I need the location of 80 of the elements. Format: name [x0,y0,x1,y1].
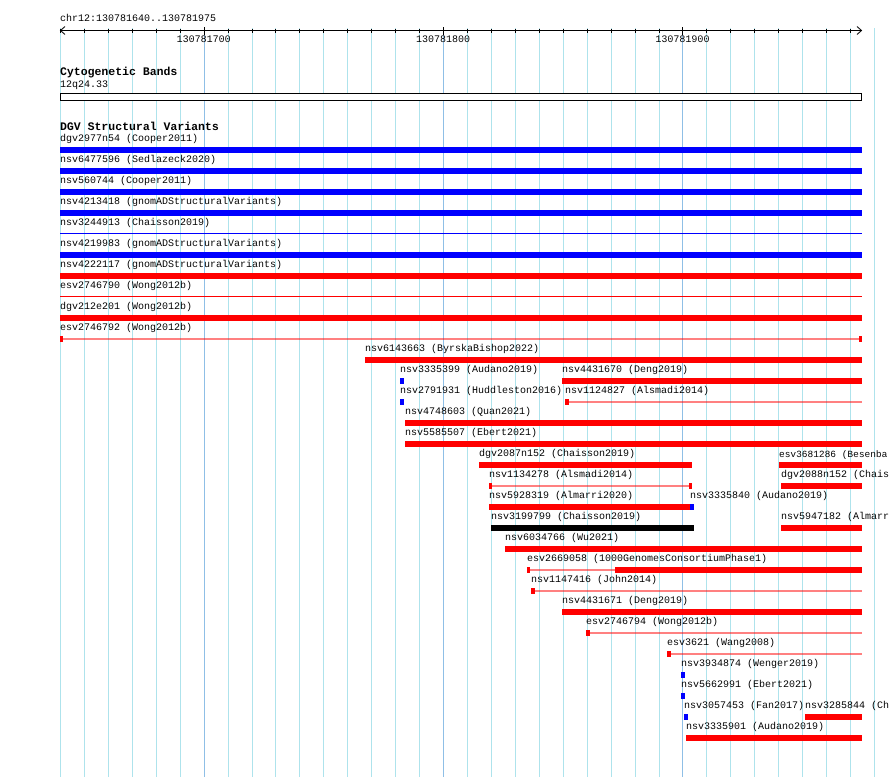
variant-feature [531,575,862,594]
variant-feature [565,386,862,405]
variant-label: nsv4748603 (Quan2021) [405,407,532,419]
variant-feature [60,218,862,237]
variant-feature [686,722,862,741]
tick-label: 130781900 [655,35,710,47]
variant-label: nsv560744 (Cooper2011) [60,176,192,188]
variant-label: esv2746792 (Wong2012b) [60,323,192,335]
variant-feature [400,386,562,405]
variant-label: nsv6143663 (ByrskaBishop2022) [365,344,540,356]
variant-label: nsv4219983 (gnomADStructuralVariants) [60,239,282,251]
variant-label: esv2746790 (Wong2012b) [60,281,192,293]
variant-feature [60,239,862,258]
variant-feature [405,428,862,447]
track-heading: DGV Structural Variants [60,121,219,134]
variant-feature [562,365,862,384]
variant-feature [60,197,862,216]
variant-label: nsv1124827 (Alsmadi2014) [565,386,710,398]
variant-feature [60,260,862,279]
variant-feature [60,281,862,300]
variant-feature [60,302,862,321]
variant-feature [690,491,828,510]
track-heading: Cytogenetic Bands [60,66,178,80]
variant-label: nsv3335901 (Audano2019) [686,722,824,734]
variant-feature [60,323,862,342]
variant-feature [400,365,538,384]
variant-feature [681,659,820,678]
variant-label: dgv2088n152 (Chais [781,470,890,482]
variant-label: nsv6477596 (Sedlazeck2020) [60,155,216,167]
variant-label: dgv212e201 (Wong2012b) [60,302,192,314]
variant-label: nsv5585507 (Ebert2021) [405,428,538,440]
variant-label: nsv4213418 (gnomADStructuralVariants) [60,197,282,209]
variant-label: nsv1134278 (Alsmadi2014) [489,470,634,482]
variant-feature [681,680,814,699]
variant-label: nsv3244913 (Chaisson2019) [60,218,210,230]
variant-feature [60,176,862,195]
variant-label: nsv4431671 (Deng2019) [562,596,688,608]
variant-label: nsv3057453 (Fan2017) [684,701,804,713]
variant-feature [365,344,862,363]
variant-label: nsv4431670 (Deng2019) [562,365,688,377]
variant-feature [489,491,690,510]
variant-label: dgv2087n152 (Chaisson2019) [479,449,636,461]
variant-feature [562,596,862,615]
variant-feature [586,617,862,636]
variant-feature [667,638,862,657]
variant-feature [527,554,862,573]
variant-label: esv3621 (Wang2008) [667,638,776,650]
variant-feature [505,533,862,552]
variant-feature [60,134,862,153]
variant-feature [60,155,862,174]
variant-label: nsv5662991 (Ebert2021) [681,680,814,692]
variant-label: nsv1147416 (John2014) [531,575,658,587]
variant-feature [805,701,890,720]
variant-feature [779,449,888,468]
variant-label: nsv3285844 (Ch [805,701,890,713]
variant-label: nsv4222117 (gnomADStructuralVariants) [60,260,282,272]
variant-label: nsv3934874 (Wenger2019) [681,659,820,671]
variant-label: nsv3335840 (Audano2019) [690,491,828,503]
tick-label: 130781800 [416,35,470,47]
variant-label: dgv2977n54 (Cooper2011) [60,134,198,146]
variant-label: nsv2791931 (Huddleston2016) [400,386,562,398]
variant-label: nsv3335399 (Audano2019) [400,365,538,377]
variant-label: nsv3199799 (Chaisson2019) [491,512,642,524]
locus-label: chr12:130781640..130781975 [60,14,216,26]
variant-label: nsv5947182 (Almarr [781,512,890,524]
cytoband [60,80,862,101]
band-label: 12q24.33 [60,80,108,92]
variant-feature [405,407,862,426]
variant-label: esv2669058 (1000GenomesConsortiumPhase1) [527,554,768,566]
variant-label: esv2746794 (Wong2012b) [586,617,718,629]
variant-feature [491,512,694,531]
variant-feature [781,470,890,489]
variant-feature [479,449,692,468]
variant-label: esv3681286 (Besenba [779,449,888,461]
variant-label: nsv5928319 (Almarri2020) [489,491,634,503]
tick-label: 130781700 [176,35,231,47]
variant-feature [781,512,890,531]
variant-label: nsv6034766 (Wu2021) [505,533,620,545]
variant-feature [489,470,692,489]
variant-feature [684,701,804,720]
